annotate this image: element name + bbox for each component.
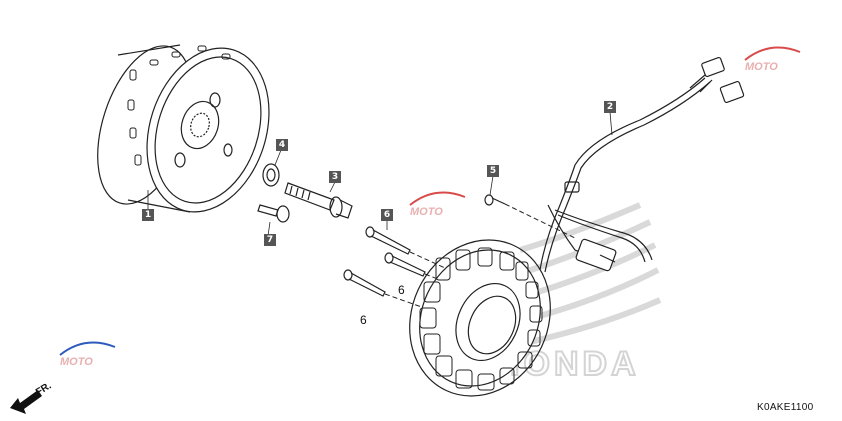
callout-7: 7 <box>264 234 276 246</box>
stator-bolts <box>343 226 456 311</box>
callout-5: 5 <box>487 165 499 177</box>
stator <box>409 239 551 397</box>
moto-watermark-mid: MOTO <box>409 191 466 218</box>
screw <box>257 204 290 223</box>
svg-text:MOTO: MOTO <box>60 356 93 368</box>
flange-bolt <box>284 182 353 219</box>
svg-text:MOTO: MOTO <box>745 61 778 73</box>
leader-lines <box>147 111 613 237</box>
front-arrow-icon <box>10 390 42 414</box>
svg-text:MOTO: MOTO <box>410 206 443 218</box>
wire-harness <box>539 56 745 273</box>
moto-watermark-left: MOTO <box>59 341 116 368</box>
quantity-label: 6 <box>360 313 367 327</box>
flywheel <box>97 44 270 213</box>
diagram-code: K0AKE1100 <box>757 402 814 413</box>
callout-6: 6 <box>381 209 393 221</box>
quantity-label: 6 <box>398 283 405 297</box>
moto-watermark-top: MOTO <box>744 46 801 73</box>
callout-4: 4 <box>276 139 288 151</box>
callout-1: 1 <box>142 209 154 221</box>
callout-2: 2 <box>604 101 616 113</box>
callout-3: 3 <box>329 171 341 183</box>
washer <box>262 163 280 187</box>
